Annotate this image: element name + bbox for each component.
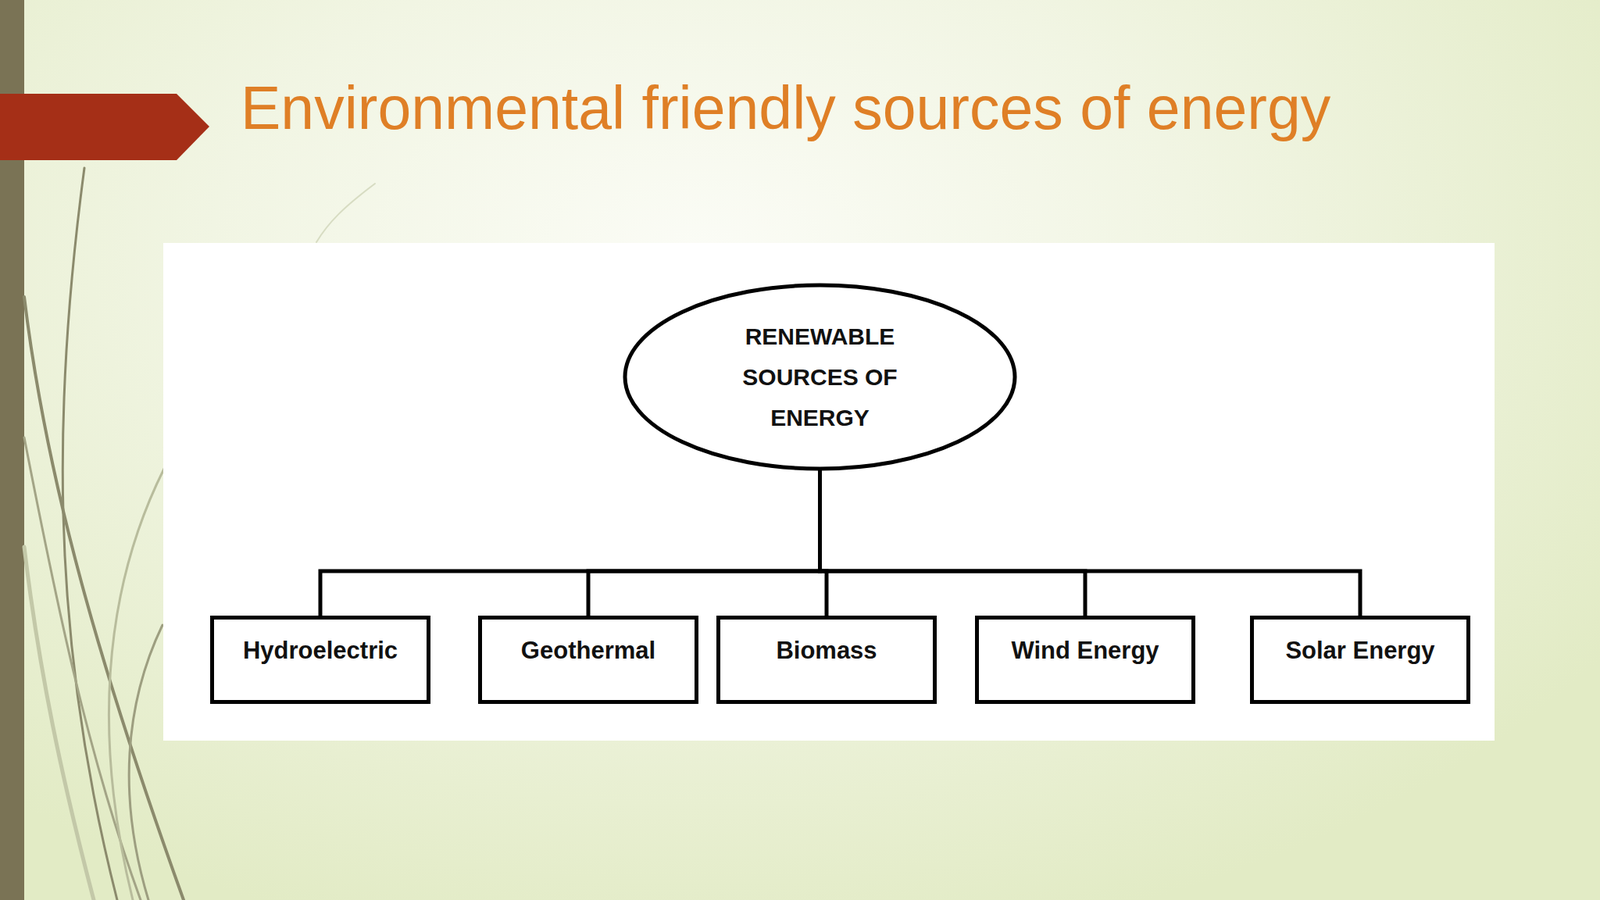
title-arrow: [0, 93, 210, 161]
source-box: Geothermal: [478, 615, 699, 704]
slide-title: Environmental friendly sources of energy: [240, 78, 1331, 139]
node-label: Solar Energy: [1285, 635, 1435, 667]
source-box: Biomass: [716, 615, 937, 704]
ellipse-shape: [625, 285, 1015, 469]
tree-connector: [588, 469, 821, 616]
node-label: RENEWABLE SOURCES OF ENERGY: [726, 316, 915, 439]
root-ellipse: RENEWABLE SOURCES OF ENERGY: [622, 282, 1018, 472]
tree-connector: [820, 469, 828, 616]
node-label: Biomass: [775, 635, 877, 667]
node-label: Hydroelectric: [242, 635, 398, 667]
source-box: Wind Energy: [975, 615, 1196, 704]
node-label: Geothermal: [521, 635, 656, 667]
node-label: Wind Energy: [1010, 635, 1159, 667]
tree-connector: [820, 469, 1086, 616]
source-box: Solar Energy: [1250, 615, 1471, 704]
source-box: Hydroelectric: [210, 615, 431, 704]
tree-connector: [320, 469, 821, 616]
tree-connector: [820, 469, 1361, 616]
